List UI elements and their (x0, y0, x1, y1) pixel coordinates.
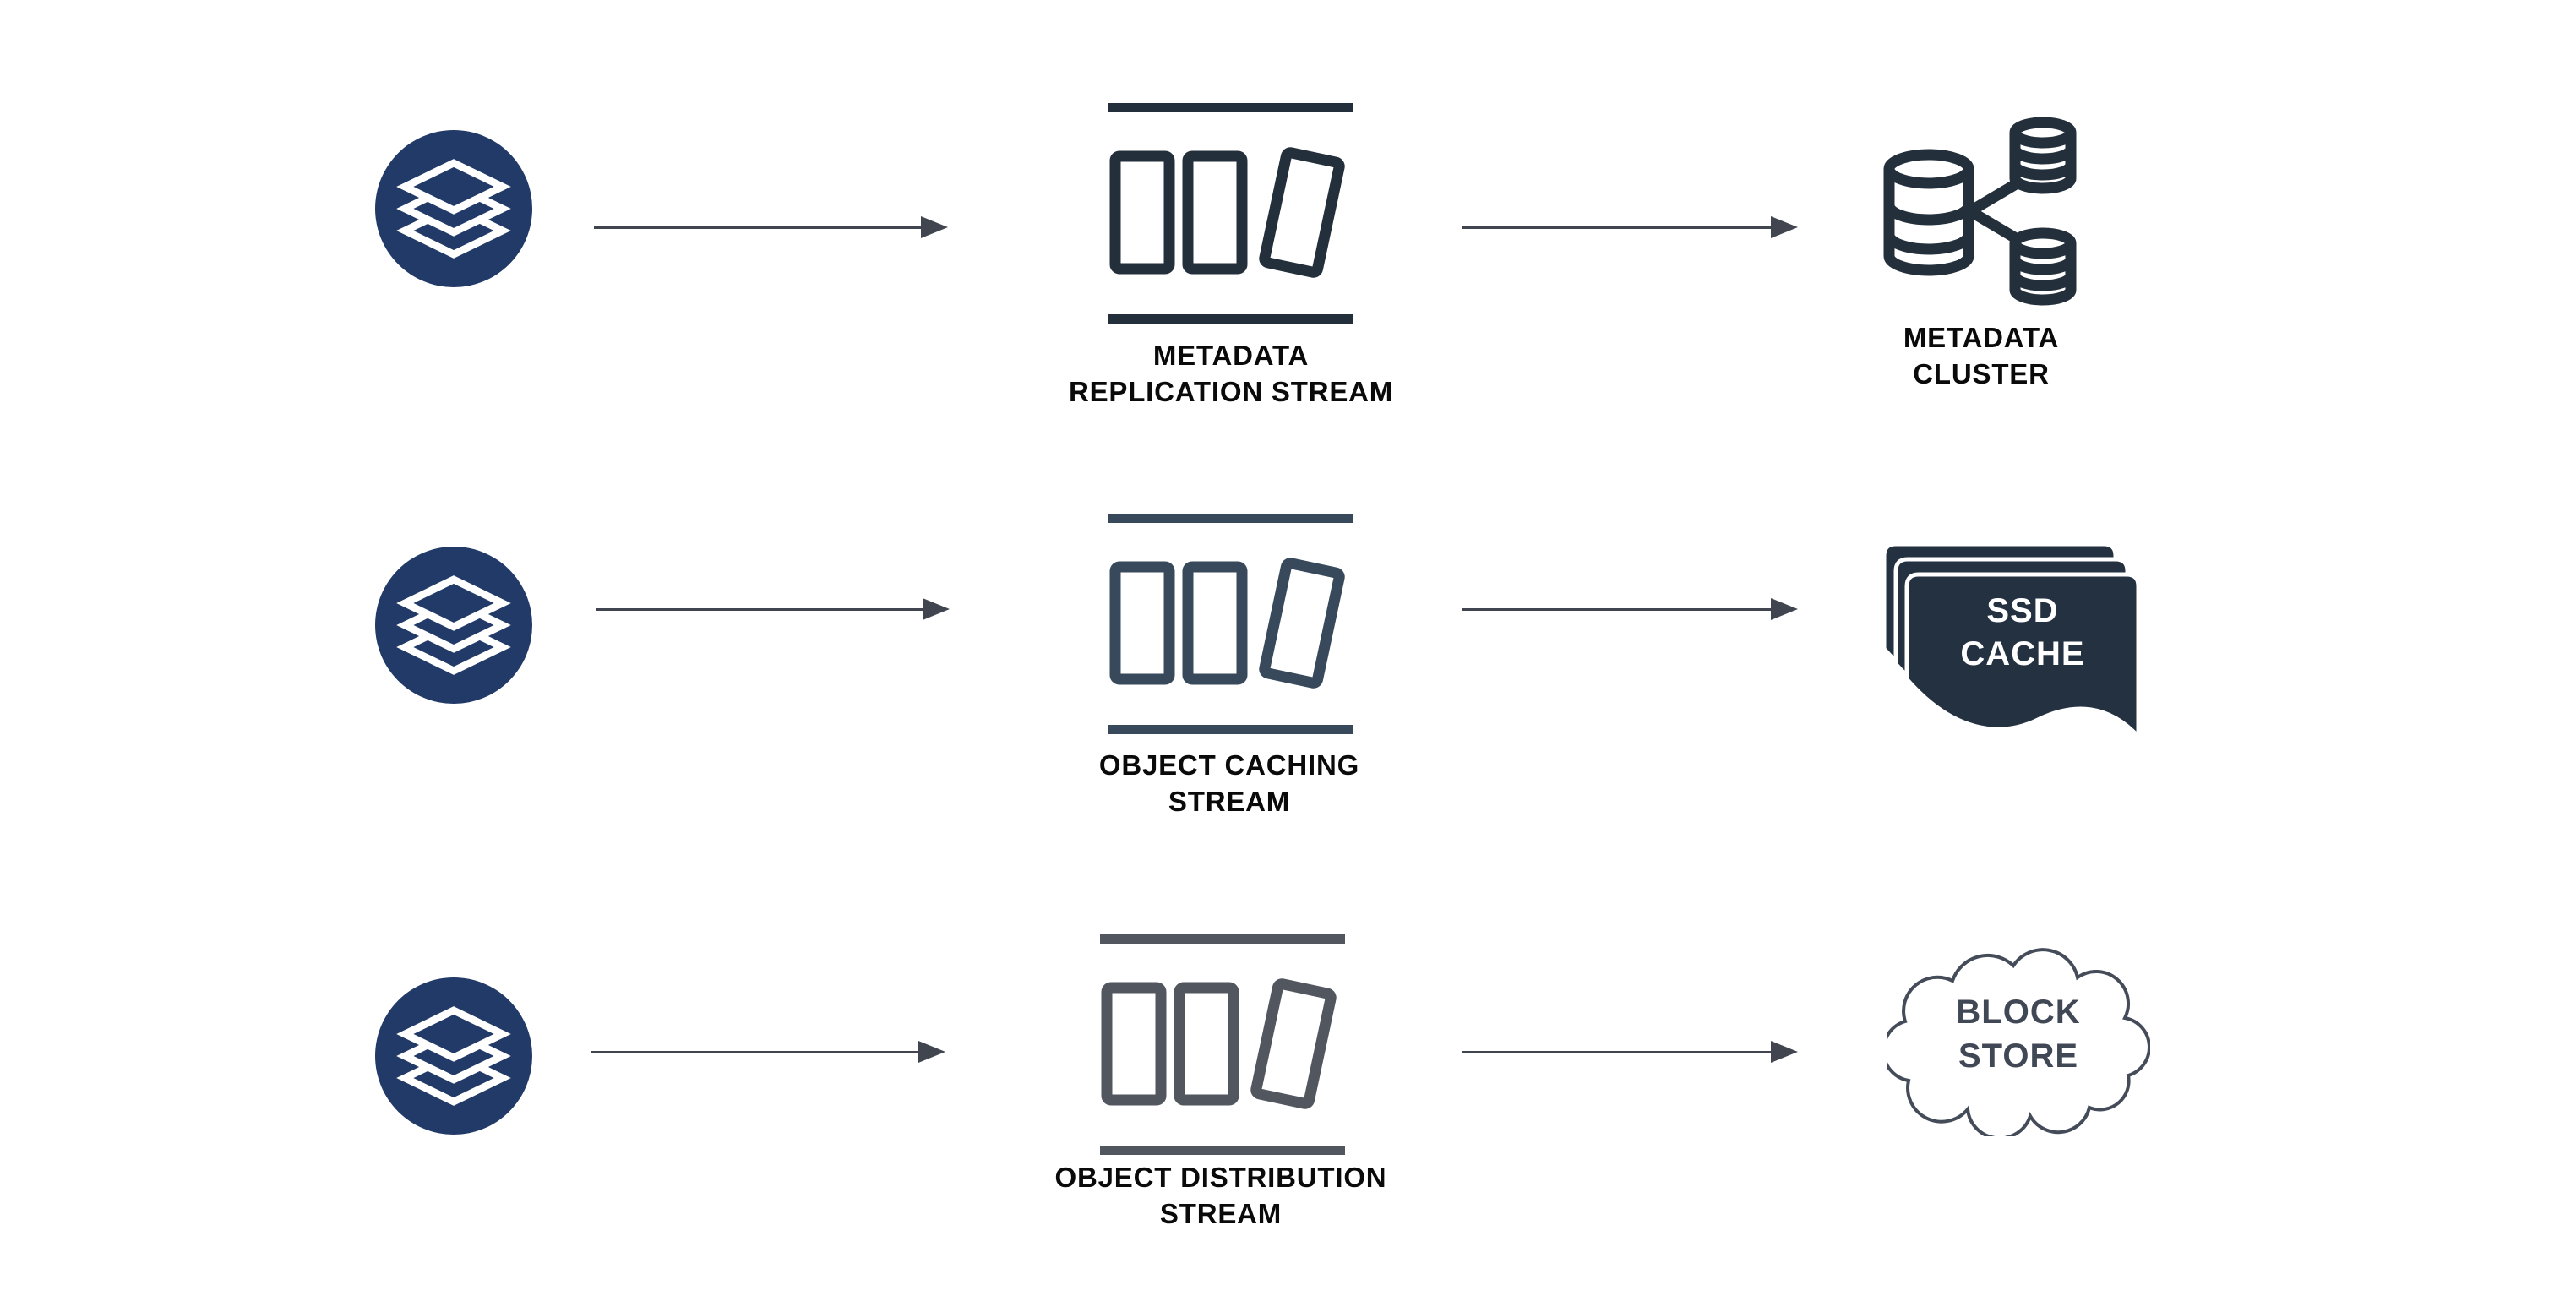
target-label: METADATA CLUSTER (1804, 319, 2159, 392)
stream-label-line2: STREAM (1159, 1198, 1283, 1229)
flow-arrow (594, 216, 948, 238)
ssd-cache-label: SSD CACHE (1896, 590, 2149, 676)
cloud-label-line1: BLOCK (1956, 994, 2081, 1031)
flow-arrow (1462, 216, 1798, 238)
flow-arrow (596, 598, 950, 620)
arrow-head-icon (923, 598, 950, 620)
arrow-shaft (1462, 607, 1774, 611)
arrow-head-icon (1771, 598, 1798, 620)
layers-glyph (396, 1006, 511, 1106)
layers-circle-icon (375, 130, 532, 287)
layers-circle-icon (375, 977, 532, 1135)
flow-arrow (1462, 1041, 1798, 1063)
arrow-head-icon (918, 1041, 945, 1063)
stream-icon (1108, 514, 1353, 734)
target-label-line1: METADATA (1903, 322, 2060, 353)
arrow-head-icon (921, 216, 948, 238)
stream-label-line1: METADATA (1152, 340, 1310, 371)
stream-label-line2: REPLICATION STREAM (1068, 376, 1394, 407)
stream-label-line2: STREAM (1168, 786, 1291, 817)
stream-label-line1: OBJECT CACHING (1098, 749, 1360, 781)
arrow-shaft (1462, 1050, 1774, 1053)
stream-icon (1100, 934, 1345, 1155)
arrow-shaft (594, 226, 924, 229)
stream-label-line1: OBJECT DISTRIBUTION (1054, 1162, 1387, 1193)
flow-arrow (1462, 598, 1798, 620)
arrow-head-icon (1771, 216, 1798, 238)
block-store-label: BLOCK STORE (1892, 990, 2145, 1078)
stream-label: OBJECT DISTRIBUTION STREAM (959, 1159, 1483, 1232)
stream-label: METADATA REPLICATION STREAM (969, 337, 1493, 410)
database-cluster-icon (1883, 117, 2077, 306)
flow-arrow (591, 1041, 945, 1063)
ssd-cache-cards-icon (1882, 542, 2141, 743)
stream-label: OBJECT CACHING STREAM (967, 747, 1491, 819)
stream-icon (1108, 103, 1353, 324)
layers-glyph (396, 575, 511, 675)
layers-glyph (396, 159, 511, 259)
arrow-head-icon (1771, 1041, 1798, 1063)
layers-circle-icon (375, 547, 532, 704)
target-label-line2: CLUSTER (1913, 358, 2050, 389)
arrow-shaft (591, 1050, 922, 1053)
ssd-label-line1: SSD (1986, 592, 2059, 629)
cloud-label-line2: STORE (1958, 1037, 2079, 1075)
arrow-shaft (596, 607, 926, 611)
block-store-cloud-icon (1887, 948, 2150, 1136)
arrow-shaft (1462, 226, 1774, 229)
ssd-label-line2: CACHE (1960, 635, 2085, 672)
